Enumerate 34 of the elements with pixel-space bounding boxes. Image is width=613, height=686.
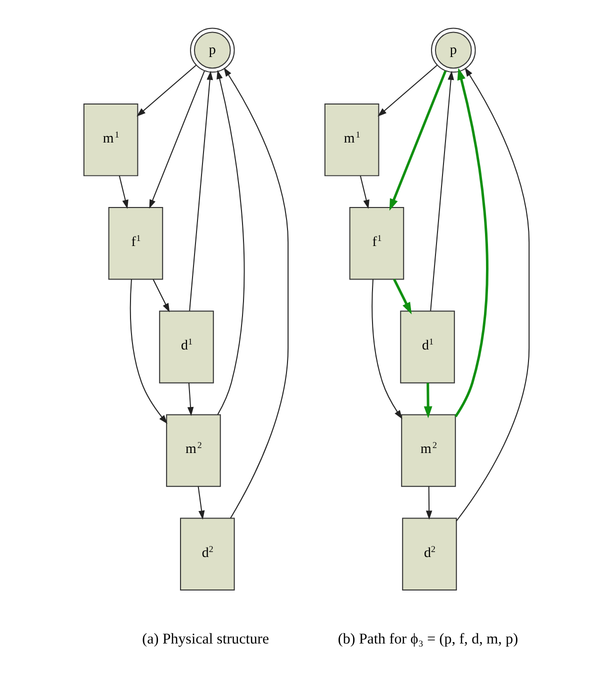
node-box: d$^{2}$ bbox=[402, 518, 456, 590]
arrow bbox=[216, 70, 244, 416]
arrow bbox=[423, 382, 432, 418]
node-box: d$^{1}$ bbox=[400, 310, 454, 384]
arrow bbox=[197, 486, 204, 520]
node-box: m$^{2}$ bbox=[400, 414, 456, 487]
arrow bbox=[359, 175, 369, 209]
node-circle: p bbox=[430, 28, 476, 73]
arrow bbox=[392, 278, 412, 314]
arrow bbox=[152, 278, 170, 312]
node-box: m$^{2}$ bbox=[166, 414, 220, 487]
arrow bbox=[186, 382, 194, 416]
label: (b) Path for ϕ₃ = (p, f, d, m, p) bbox=[337, 631, 518, 648]
arrow bbox=[129, 278, 167, 424]
arrow bbox=[136, 64, 196, 117]
arrow bbox=[371, 279, 402, 420]
node-box: f$^{1}$ bbox=[348, 207, 404, 280]
node-box: d$^{2}$ bbox=[180, 518, 234, 590]
node-box: m$^{1}$ bbox=[82, 103, 138, 176]
arrow bbox=[118, 175, 128, 209]
arrow bbox=[388, 70, 446, 211]
arrow bbox=[430, 70, 454, 312]
arrow bbox=[148, 70, 204, 209]
label: (a) Physical structure bbox=[142, 631, 268, 648]
arrow bbox=[454, 68, 488, 418]
node-circle: p bbox=[189, 28, 234, 73]
arrow bbox=[188, 70, 212, 312]
arrow bbox=[425, 486, 432, 520]
node-box: m$^{1}$ bbox=[324, 103, 379, 176]
arrow bbox=[377, 64, 438, 117]
arrow bbox=[455, 67, 530, 522]
node-box: f$^{1}$ bbox=[108, 207, 163, 280]
arrow bbox=[223, 67, 288, 519]
node-box: d$^{1}$ bbox=[158, 310, 214, 384]
